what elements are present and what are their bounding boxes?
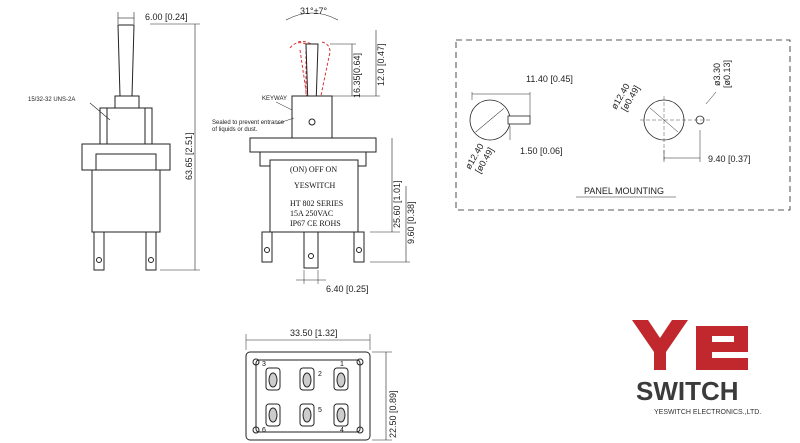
dim-1-50: 1.50 [0.06] bbox=[520, 146, 563, 156]
pin-label-6: 6 bbox=[262, 427, 266, 434]
dim-33-50: 33.50 [1.32] bbox=[290, 328, 338, 338]
pin-label-4: 4 bbox=[340, 427, 344, 434]
dim-11-40: 11.40 [0.45] bbox=[526, 74, 573, 84]
body-line-1: (ON) OFF ON bbox=[290, 165, 337, 174]
dim-top-width: 6.00 [0.24] bbox=[145, 12, 188, 22]
dim-12-0: 12.0 [0.47] bbox=[376, 43, 386, 86]
dim-total-height: 63.65 [2.51] bbox=[184, 132, 194, 180]
dim-9-60: 9.60 [0.38] bbox=[406, 201, 416, 244]
logo-text: SWITCH bbox=[636, 376, 739, 406]
pin-label-1: 1 bbox=[340, 361, 344, 368]
dim-16-35: 16.35[0.64] bbox=[352, 53, 362, 98]
dim-angle: 31°±7° bbox=[300, 6, 328, 16]
pin-label-5: 5 bbox=[318, 407, 322, 414]
bottom-view bbox=[245, 334, 392, 441]
body-line-3: HT 802 SERIES bbox=[290, 199, 343, 208]
panel-mounting bbox=[455, 39, 791, 211]
dim-3-30-1: ø3.30 bbox=[712, 63, 722, 86]
body-line-5: IP67 CE ROHS bbox=[290, 219, 341, 228]
body-line-2: YESWITCH bbox=[294, 181, 336, 190]
dim-3-30-2: [ø0.13] bbox=[722, 60, 732, 88]
pin-label-2: 2 bbox=[318, 371, 322, 378]
pin-label-3: 3 bbox=[262, 361, 266, 368]
front-view bbox=[81, 12, 200, 271]
dim-22-50: 22.50 [0.89] bbox=[388, 390, 398, 438]
dim-6-40: 6.40 [0.25] bbox=[326, 284, 369, 294]
dim-thread: 15/32-32 UNS-2A bbox=[28, 97, 75, 103]
yeswitch-logo bbox=[632, 320, 748, 370]
panel-title: PANEL MOUNTING bbox=[584, 186, 664, 196]
body-line-4: 15A 250VAC bbox=[290, 209, 333, 218]
company-name: YESWITCH ELECTRONICS.,LTD. bbox=[654, 409, 761, 416]
sealed-label-1: Sealed to prevent entrance bbox=[212, 120, 285, 126]
dim-9-40: 9.40 [0.37] bbox=[708, 154, 751, 164]
keyway-label: KEYWAY bbox=[262, 96, 287, 102]
sealed-label-2: of liquids or dust. bbox=[212, 127, 258, 133]
side-view bbox=[249, 12, 410, 284]
dim-25-60: 25.60 [1.01] bbox=[392, 180, 402, 228]
